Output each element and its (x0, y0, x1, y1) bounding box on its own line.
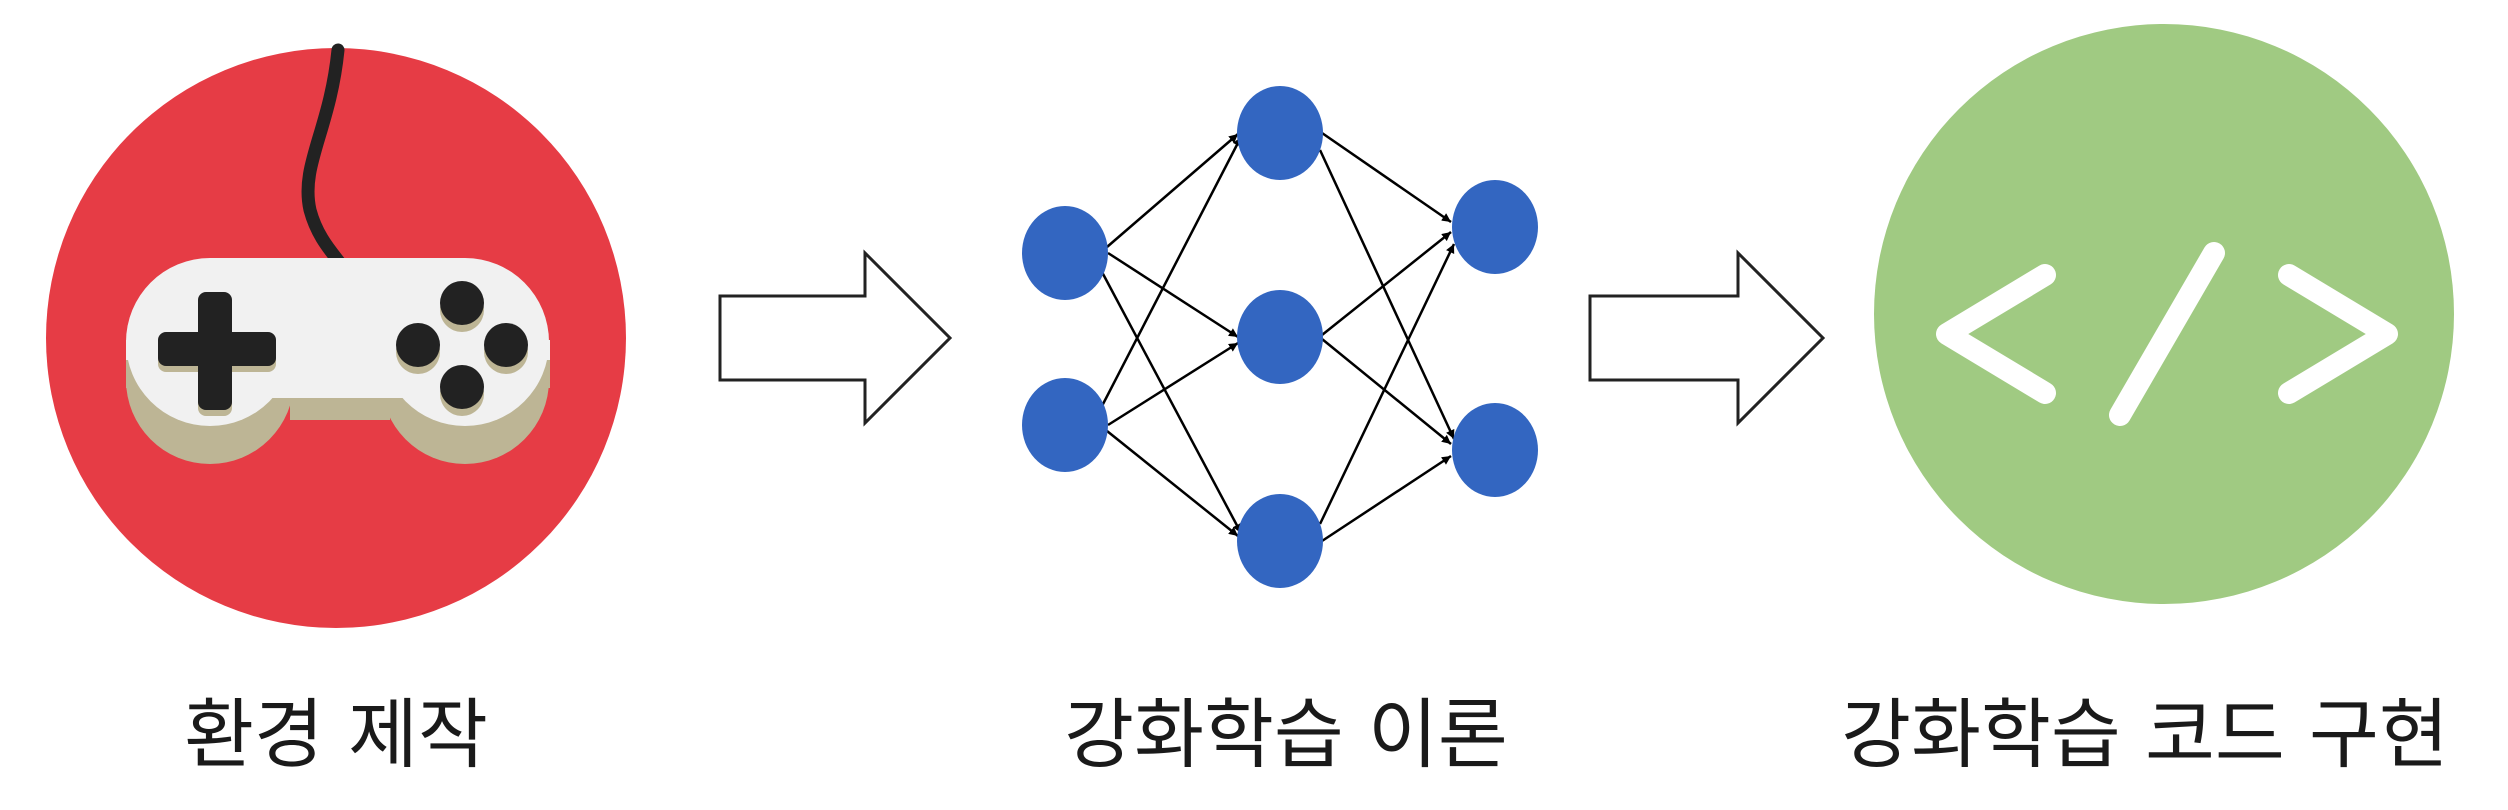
action-buttons (396, 281, 528, 416)
output-node (1452, 403, 1538, 497)
cable (301, 43, 352, 277)
step-label-theory: 강화학습 이론 (1064, 690, 1508, 779)
step-label-code: 강화학습 코드 구현 (1841, 690, 2449, 779)
dpad-icon (158, 292, 276, 416)
input-node (1022, 378, 1108, 472)
code-icon (1874, 24, 2454, 604)
gamepad-icon (46, 43, 626, 628)
neural-network-icon (1022, 86, 1538, 588)
network-edges (1100, 131, 1456, 543)
hidden-node (1237, 494, 1323, 588)
input-node (1022, 206, 1108, 300)
arrow-right-icon (1588, 249, 1826, 427)
controller-body (126, 258, 550, 426)
hidden-node (1237, 290, 1323, 384)
code-badge (1874, 24, 2454, 604)
step-label-env: 환경 제작 (184, 690, 488, 779)
code-brackets (1936, 242, 2398, 426)
network-nodes (1022, 86, 1538, 588)
output-node (1452, 180, 1538, 274)
arrow-right-icon (718, 249, 953, 427)
hidden-node (1237, 86, 1323, 180)
